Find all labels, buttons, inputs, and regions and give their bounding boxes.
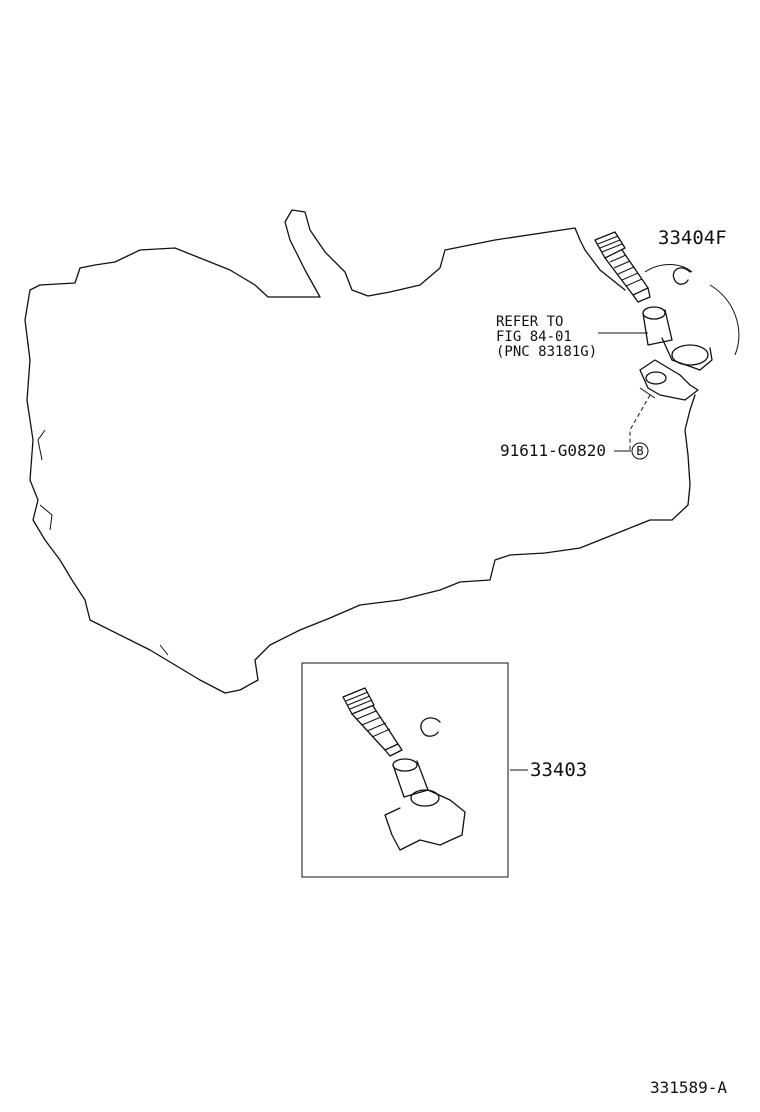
driven-gear-head [594, 231, 626, 259]
kit-e-clip [420, 717, 441, 737]
bolt-marker-badge: B [631, 442, 649, 460]
assembly-bracket-line-right [709, 284, 740, 356]
driven-gear-sleeve [639, 306, 713, 401]
illustration-id: 331589-A [650, 1078, 727, 1097]
kit-inset-box [301, 662, 509, 878]
assembly-bracket-line [644, 264, 693, 273]
refer-to-note-line3: (PNC 83181G) [496, 344, 597, 360]
e-clip [672, 267, 691, 285]
bolt-marker-letter: B [636, 444, 643, 458]
kit-gear-head [342, 687, 375, 715]
kit-gear-shaft [351, 705, 403, 757]
part-number-91611-g0820[interactable]: 91611-G0820 [500, 441, 606, 460]
transmission-housing-outline [24, 209, 696, 694]
part-number-33404f[interactable]: 33404F [658, 227, 727, 249]
driven-gear-assembly [594, 231, 740, 401]
refer-to-note-line1: REFER TO [496, 314, 563, 330]
kit-sleeve [384, 758, 466, 851]
driven-gear-shaft [604, 249, 651, 303]
bolt-leader-line [629, 394, 651, 450]
refer-to-note-line2: FIG 84-01 [496, 329, 572, 345]
part-number-33403[interactable]: 33403 [530, 759, 587, 781]
